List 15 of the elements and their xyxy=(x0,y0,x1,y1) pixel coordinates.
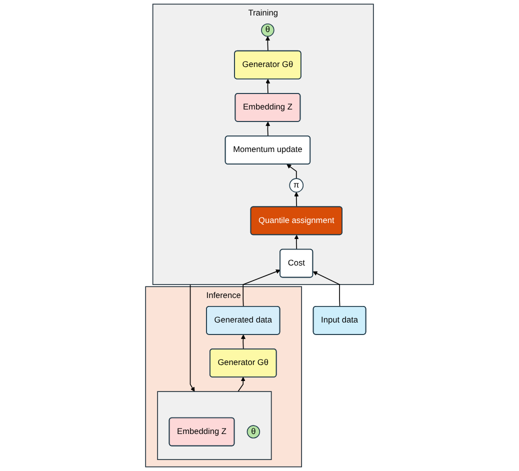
arrow xyxy=(266,122,270,137)
arrow xyxy=(294,234,299,250)
arrow xyxy=(242,269,281,308)
arrow xyxy=(190,284,195,392)
arrow xyxy=(238,376,246,392)
arrow xyxy=(286,164,297,180)
node-circle: θ xyxy=(246,425,260,438)
arrow xyxy=(265,36,270,52)
node-circle: π xyxy=(289,178,304,193)
cluster xyxy=(157,391,272,460)
node-circle: θ xyxy=(261,23,274,37)
arrow xyxy=(312,271,340,308)
arrow xyxy=(294,192,299,208)
arrow xyxy=(266,78,270,94)
arrow xyxy=(240,334,246,350)
